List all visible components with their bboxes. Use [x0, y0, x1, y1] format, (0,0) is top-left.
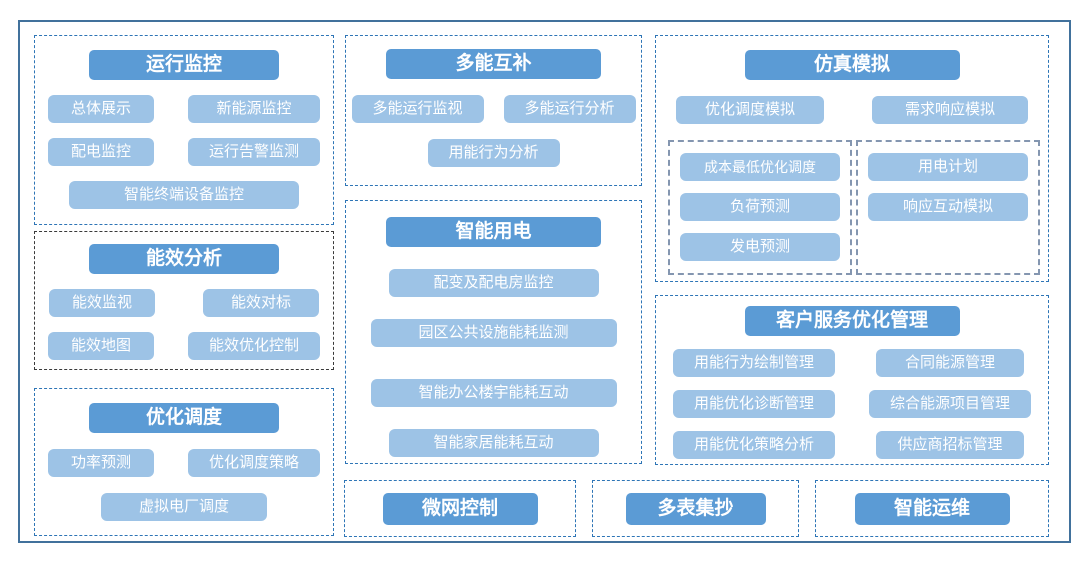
group-multi-energy: 多能互补 多能运行监视 多能运行分析 用能行为分析 — [345, 35, 642, 186]
module-button: 能效对标 — [203, 289, 319, 317]
module-button: 运行告警监测 — [188, 138, 320, 166]
module-button: 优化调度模拟 — [676, 96, 824, 124]
module-button: 综合能源项目管理 — [869, 390, 1031, 418]
module-button: 多能运行监视 — [351, 95, 484, 123]
group-energy-efficiency: 能效分析 能效监视 能效对标 能效地图 能效优化控制 — [34, 231, 334, 370]
group-customer-service: 客户服务优化管理 用能行为绘制管理 合同能源管理 用能优化诊断管理 综合能源项目… — [655, 295, 1049, 465]
group-multi-meter: 多表集抄 — [592, 480, 799, 537]
module-button: 能效地图 — [48, 332, 154, 360]
group-optimal-dispatch: 优化调度 功率预测 优化调度策略 虚拟电厂调度 — [34, 388, 334, 536]
energy-efficiency-title: 能效分析 — [89, 244, 279, 274]
module-button: 用能优化策略分析 — [673, 431, 835, 459]
module-button: 总体展示 — [48, 95, 154, 123]
module-button: 用能行为分析 — [427, 139, 560, 167]
module-button: 虚拟电厂调度 — [101, 493, 267, 521]
module-button: 用电计划 — [868, 153, 1028, 181]
module-button: 用能优化诊断管理 — [673, 390, 835, 418]
module-button: 合同能源管理 — [876, 349, 1024, 377]
module-button: 配电监控 — [48, 138, 154, 166]
module-button: 功率预测 — [48, 449, 154, 477]
module-button: 用能行为绘制管理 — [673, 349, 835, 377]
customer-service-title: 客户服务优化管理 — [744, 306, 960, 336]
smart-om-title: 智能运维 — [854, 492, 1010, 525]
group-smart-om: 智能运维 — [815, 480, 1049, 537]
module-button: 智能家居能耗互动 — [388, 429, 599, 457]
module-button: 智能终端设备监控 — [69, 181, 299, 209]
module-button: 智能办公楼宇能耗互动 — [370, 379, 617, 407]
module-button: 能效优化控制 — [188, 332, 320, 360]
module-button: 园区公共设施能耗监测 — [370, 319, 617, 347]
module-button: 配变及配电房监控 — [388, 269, 599, 297]
module-button: 多能运行分析 — [503, 95, 636, 123]
simulation-subgroup-response: 用电计划 响应互动模拟 — [856, 140, 1040, 275]
group-operation-monitoring: 运行监控 总体展示 新能源监控 配电监控 运行告警监测 智能终端设备监控 — [34, 35, 334, 225]
optimal-dispatch-title: 优化调度 — [89, 403, 279, 433]
module-button: 发电预测 — [680, 233, 840, 261]
module-button: 新能源监控 — [188, 95, 320, 123]
simulation-subgroup-dispatch: 成本最低优化调度 负荷预测 发电预测 — [668, 140, 852, 275]
diagram-outer-frame: 运行监控 总体展示 新能源监控 配电监控 运行告警监测 智能终端设备监控 能效分… — [18, 20, 1071, 543]
smart-power-title: 智能用电 — [386, 217, 601, 247]
module-button: 负荷预测 — [680, 193, 840, 221]
simulation-title: 仿真模拟 — [744, 50, 960, 80]
micro-grid-title: 微网控制 — [382, 492, 538, 525]
module-button: 成本最低优化调度 — [680, 153, 840, 181]
group-smart-power: 智能用电 配变及配电房监控 园区公共设施能耗监测 智能办公楼宇能耗互动 智能家居… — [345, 200, 642, 464]
operation-monitoring-title: 运行监控 — [89, 50, 279, 80]
group-simulation: 仿真模拟 优化调度模拟 需求响应模拟 成本最低优化调度 负荷预测 发电预测 用电… — [655, 35, 1049, 282]
multi-meter-title: 多表集抄 — [625, 492, 766, 525]
module-button: 优化调度策略 — [188, 449, 320, 477]
module-button: 供应商招标管理 — [876, 431, 1024, 459]
module-button: 响应互动模拟 — [868, 193, 1028, 221]
group-micro-grid: 微网控制 — [344, 480, 576, 537]
multi-energy-title: 多能互补 — [386, 49, 601, 79]
module-button: 能效监视 — [49, 289, 155, 317]
module-button: 需求响应模拟 — [872, 96, 1028, 124]
